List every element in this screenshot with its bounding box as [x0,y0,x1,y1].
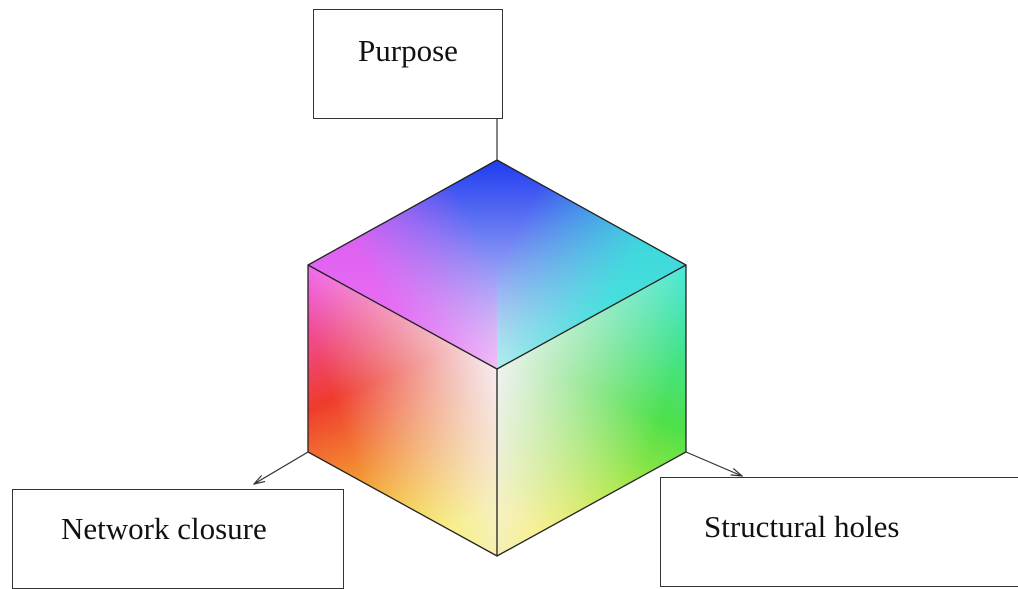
network-closure-label: Network closure [61,511,267,546]
cube-edges [307,159,687,557]
structural-holes-box: Structural holes [660,477,1018,587]
purpose-box: Purpose [313,9,503,119]
network-closure-arrow [254,451,309,484]
purpose-label: Purpose [358,33,458,68]
cube-inner-edge-right [496,264,687,370]
cube-diagram [0,119,1018,557]
structural-holes-label: Structural holes [704,509,900,544]
cube-right-face [497,265,686,556]
network-closure-box: Network closure [12,489,344,589]
cube-inner-edge-left [307,264,498,370]
cube-left-face [308,265,497,556]
connectors [254,119,742,484]
structural-holes-arrow [685,451,742,476]
